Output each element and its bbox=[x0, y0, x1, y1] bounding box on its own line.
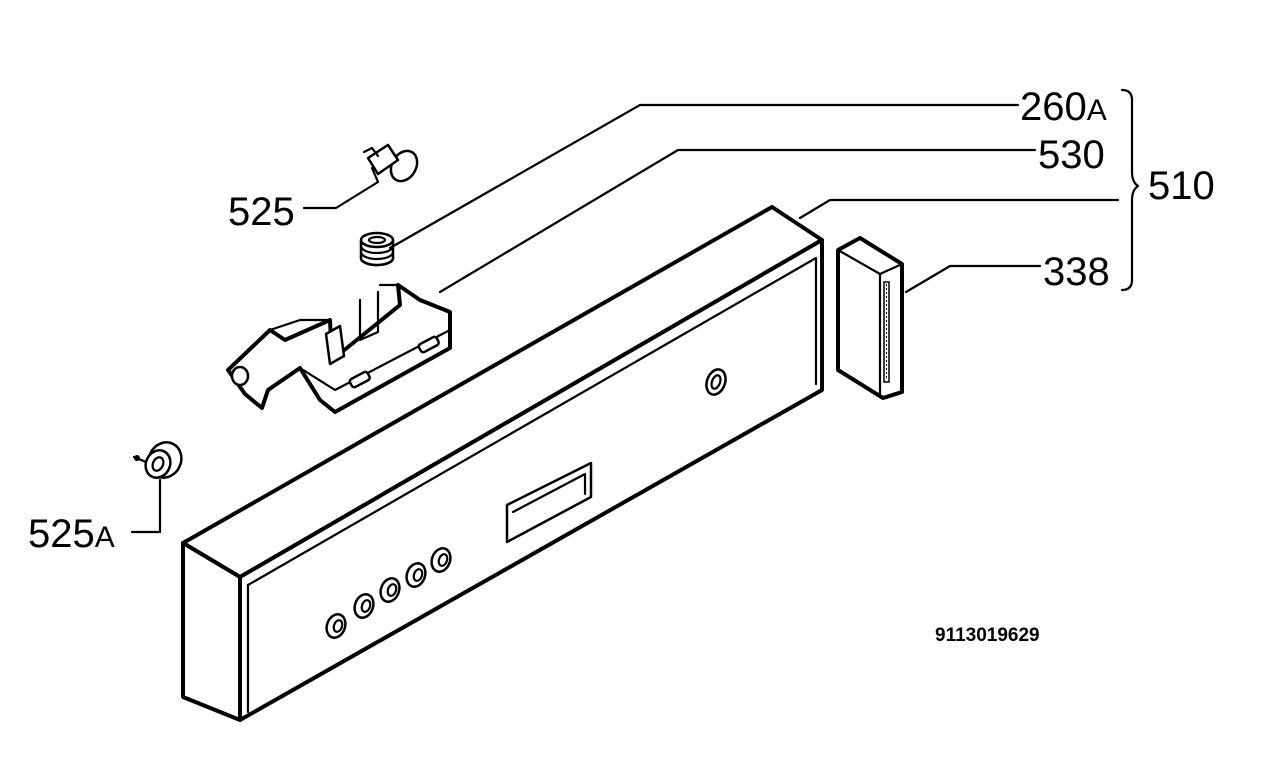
svg-text:525A: 525A bbox=[28, 512, 115, 556]
diagram-code: 9113019629 bbox=[935, 625, 1040, 646]
svg-text:530: 530 bbox=[1038, 133, 1105, 177]
svg-text:525: 525 bbox=[228, 190, 295, 234]
end-cap bbox=[836, 236, 904, 400]
knob-525a bbox=[132, 441, 183, 479]
leader-lines bbox=[130, 88, 1140, 534]
label-338: 338 bbox=[1043, 250, 1110, 294]
spring bbox=[359, 231, 395, 267]
svg-text:510: 510 bbox=[1148, 164, 1215, 208]
display-window bbox=[505, 461, 593, 544]
svg-text:338: 338 bbox=[1043, 250, 1110, 294]
label-260a: 260A bbox=[1020, 85, 1107, 129]
knob-hole bbox=[705, 368, 727, 396]
label-510: 510 bbox=[1148, 164, 1215, 208]
bracket bbox=[226, 283, 452, 414]
label-530: 530 bbox=[1038, 133, 1105, 177]
label-525a: 525A bbox=[28, 512, 115, 556]
connector-525 bbox=[362, 143, 419, 184]
label-525: 525 bbox=[228, 190, 295, 234]
button-holes bbox=[325, 547, 452, 639]
svg-text:260A: 260A bbox=[1020, 85, 1107, 129]
control-panel bbox=[181, 205, 824, 722]
